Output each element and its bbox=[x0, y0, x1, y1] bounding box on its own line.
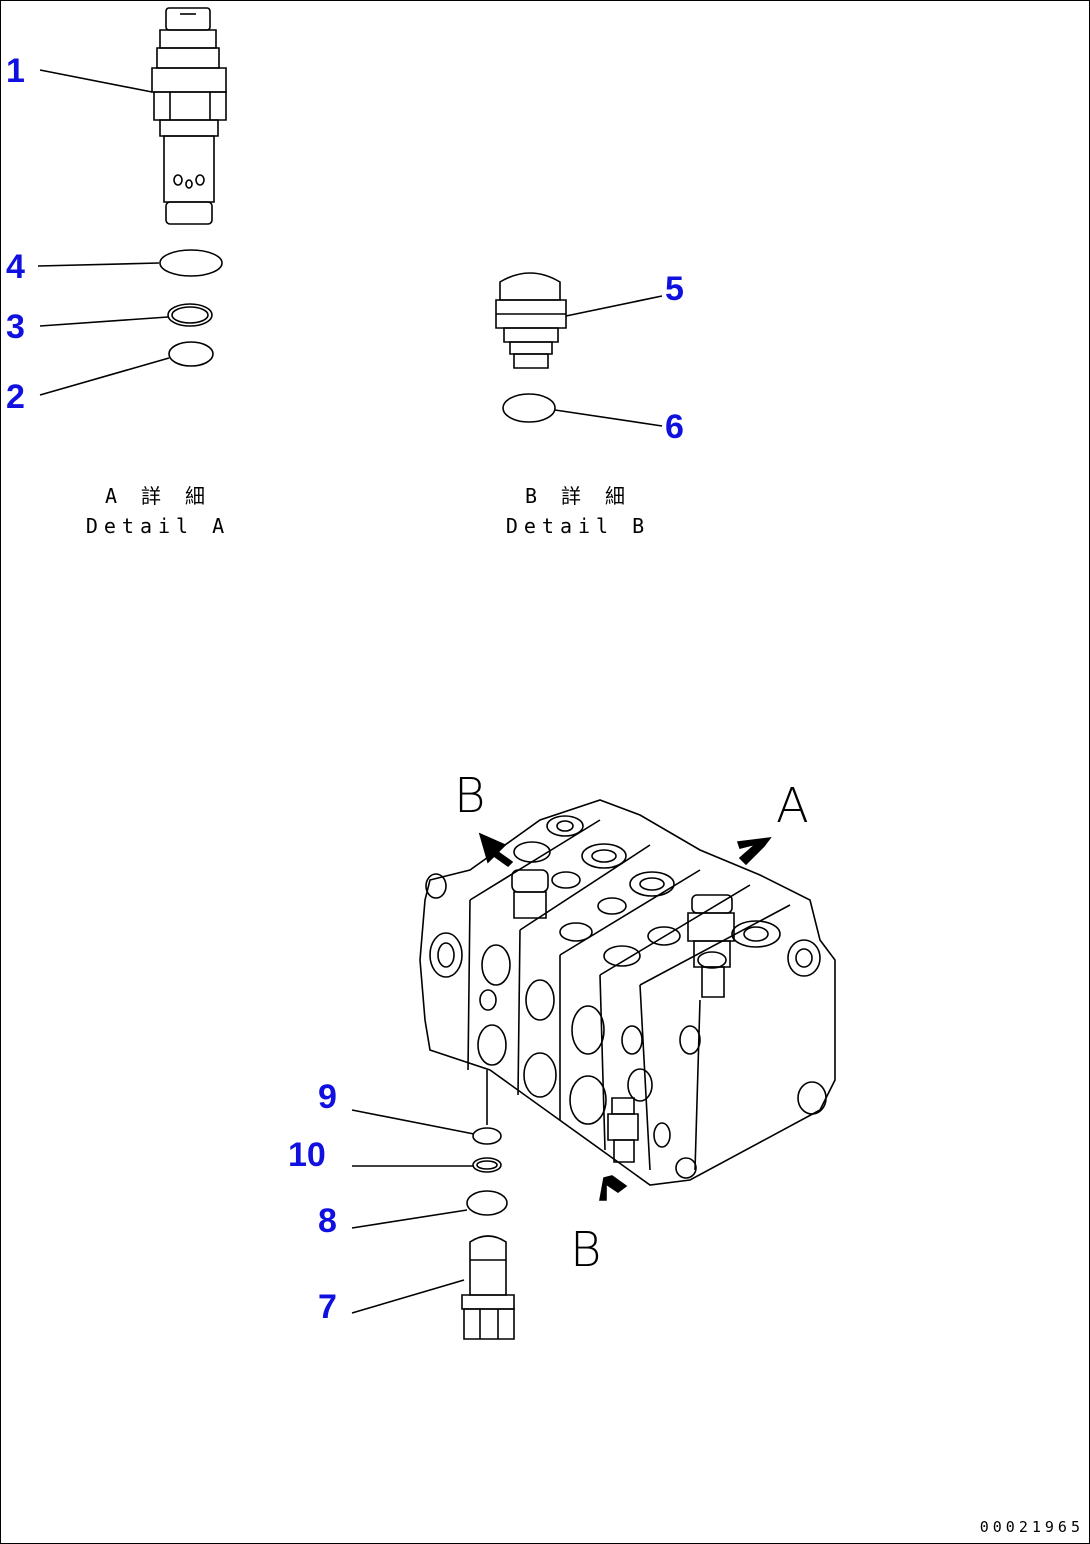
plug-part-5 bbox=[496, 273, 566, 368]
leader-3 bbox=[40, 317, 168, 326]
view-letter-b-bottom: B bbox=[570, 1222, 602, 1278]
o-ring-part-9 bbox=[473, 1128, 501, 1144]
callout-1: 1 bbox=[6, 52, 25, 90]
leader-8 bbox=[352, 1210, 467, 1228]
detail-a-caption-en: Detail A bbox=[85, 514, 231, 538]
view-arrow-b-bottom bbox=[600, 1176, 626, 1200]
leader-9 bbox=[352, 1110, 474, 1134]
o-ring-part-8 bbox=[467, 1191, 507, 1215]
view-arrow-a bbox=[738, 838, 770, 864]
detail-a-caption-jp: A 詳 細 bbox=[104, 484, 212, 508]
backup-ring-part-3 bbox=[168, 304, 212, 326]
leader-7 bbox=[352, 1280, 464, 1313]
drawing-number: 00021965 bbox=[979, 1518, 1084, 1536]
leader-5 bbox=[566, 296, 662, 316]
o-ring-part-2 bbox=[169, 342, 213, 366]
callout-7: 7 bbox=[318, 1288, 337, 1326]
callout-10: 10 bbox=[288, 1136, 326, 1174]
callout-5: 5 bbox=[665, 270, 684, 308]
leader-2 bbox=[40, 358, 169, 395]
callout-8: 8 bbox=[318, 1202, 337, 1240]
backup-ring-part-10 bbox=[473, 1158, 501, 1172]
callout-4: 4 bbox=[6, 248, 25, 286]
detail-b-caption-jp: B 詳 細 bbox=[524, 484, 632, 508]
detail-b-caption-en: Detail B bbox=[505, 514, 651, 538]
callout-6: 6 bbox=[665, 408, 684, 446]
callout-9: 9 bbox=[318, 1078, 337, 1116]
view-letter-a: A bbox=[776, 778, 809, 834]
o-ring-part-4 bbox=[160, 250, 222, 276]
control-valve-assembly bbox=[420, 800, 835, 1185]
view-arrow-b-top bbox=[480, 834, 512, 866]
relief-valve-part-1 bbox=[152, 8, 226, 224]
view-letter-b-top: B bbox=[454, 768, 486, 824]
leader-1 bbox=[40, 70, 152, 92]
o-ring-part-6 bbox=[503, 394, 555, 422]
leader-6 bbox=[555, 410, 662, 426]
callout-2: 2 bbox=[6, 378, 25, 416]
plug-part-7 bbox=[462, 1236, 514, 1339]
leader-4 bbox=[38, 263, 159, 266]
callout-3: 3 bbox=[6, 308, 25, 346]
